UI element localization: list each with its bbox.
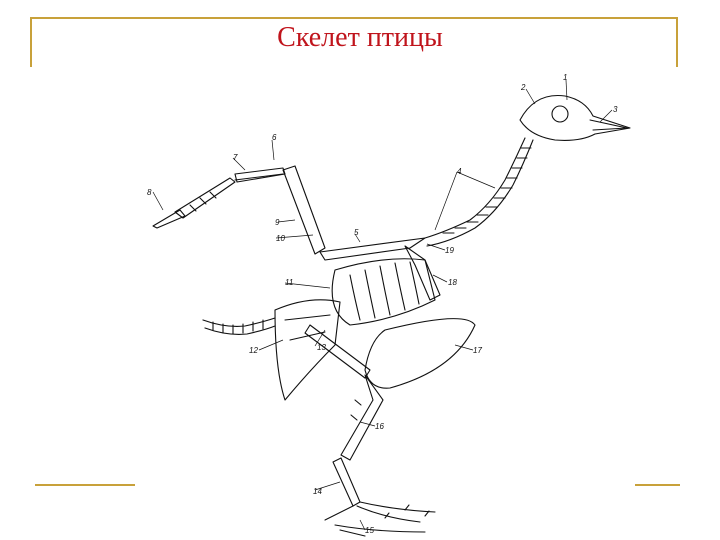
coracoid <box>405 246 440 300</box>
tibiotarsus <box>341 375 383 460</box>
frame-bottom-left-line <box>35 484 135 486</box>
ribcage <box>332 259 435 325</box>
label-2: 2 <box>520 83 526 92</box>
humerus <box>283 166 325 254</box>
label-14: 14 <box>313 487 322 496</box>
label-15: 15 <box>365 526 374 535</box>
label-10: 10 <box>276 234 285 243</box>
frame-bottom-right-line <box>632 484 680 486</box>
label-4: 4 <box>457 167 462 176</box>
slide-title: Скелет птицы <box>0 22 720 54</box>
bird-skeleton-drawing: 1 2 3 4 5 6 7 8 9 10 11 12 13 14 15 16 1… <box>135 70 635 540</box>
hand-bones <box>175 178 235 218</box>
label-7: 7 <box>233 153 238 162</box>
neck-vertebrae <box>443 148 531 233</box>
label-17: 17 <box>473 346 482 355</box>
bird-skeleton-figure: 1 2 3 4 5 6 7 8 9 10 11 12 13 14 15 16 1… <box>135 70 635 540</box>
toes-lower <box>335 525 425 536</box>
label-18: 18 <box>448 278 457 287</box>
frame-top-line <box>30 17 678 19</box>
label-9: 9 <box>275 218 280 227</box>
label-13: 13 <box>317 343 326 352</box>
toes-front <box>325 502 435 522</box>
tail-vertebrae <box>203 318 275 326</box>
label-5: 5 <box>354 228 359 237</box>
label-6: 6 <box>272 133 277 142</box>
label-19: 19 <box>445 246 454 255</box>
sternum-keel <box>365 319 475 389</box>
tarsometatarsus <box>333 458 360 506</box>
label-8: 8 <box>147 188 152 197</box>
label-11: 11 <box>285 278 293 287</box>
label-1: 1 <box>563 73 567 82</box>
femur <box>305 325 370 378</box>
skull <box>520 96 630 141</box>
label-16: 16 <box>375 422 384 431</box>
eye-orbit <box>552 106 568 122</box>
label-12: 12 <box>249 346 258 355</box>
label-3: 3 <box>613 105 618 114</box>
